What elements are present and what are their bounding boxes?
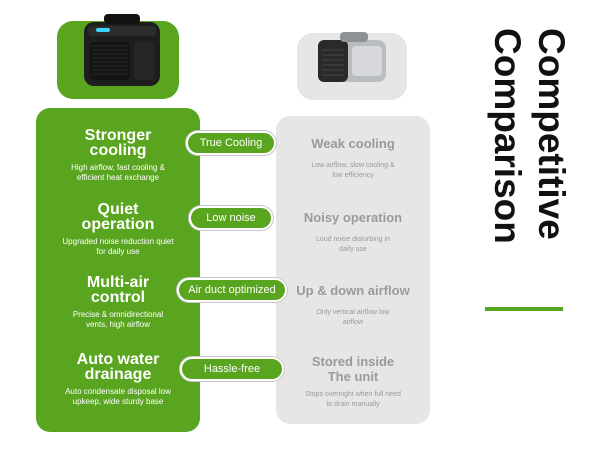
competitor-feature-cooling: Weak cooling Low airflow, slow cooling &… bbox=[276, 136, 430, 181]
badge-true-cooling: True Cooling bbox=[186, 131, 276, 155]
our-feature-title: Multi-air control bbox=[86, 274, 150, 306]
competitor-feature-drainage: Stored inside The unit Stops overnight w… bbox=[276, 354, 430, 410]
heading-line-comparison: Comparison bbox=[487, 28, 528, 244]
heading-line-competitive: Competitive bbox=[531, 28, 572, 240]
our-feature-title: Stronger cooling bbox=[84, 127, 152, 159]
our-feature-noise: Quiet operation Upgraded noise reduction… bbox=[36, 202, 200, 257]
competitor-air-conditioner-image bbox=[318, 32, 386, 82]
our-feature-desc: Auto condensate disposal low upkeep, wid… bbox=[65, 387, 171, 406]
competitor-features-panel bbox=[276, 116, 430, 424]
our-feature-airflow: Multi-air control Precise & omnidirectio… bbox=[36, 275, 200, 330]
competitor-feature-title: Up & down airflow bbox=[296, 283, 410, 298]
our-feature-desc: High airflow, fast cooling & efficient h… bbox=[71, 163, 165, 182]
competitor-feature-desc: Loud noise disturbing in daily use bbox=[316, 236, 390, 253]
our-feature-desc: Upgraded noise reduction quiet for daily… bbox=[62, 237, 174, 256]
competitor-feature-title: Noisy operation bbox=[303, 210, 403, 225]
competitor-feature-title: Stored inside The unit bbox=[311, 354, 395, 384]
competitor-feature-desc: Only vertical airflow low airflow bbox=[316, 309, 390, 326]
our-feature-desc: Precise & omnidirectional vents, high ai… bbox=[72, 310, 164, 329]
our-features-panel bbox=[36, 108, 200, 432]
our-feature-title: Auto water drainage bbox=[76, 351, 160, 383]
our-feature-cooling: Stronger cooling High airflow, fast cool… bbox=[36, 128, 200, 183]
our-air-conditioner-image bbox=[84, 14, 160, 86]
competitor-feature-desc: Low airflow, slow cooling & low efficien… bbox=[311, 162, 395, 179]
competitor-feature-airflow: Up & down airflow Only vertical airflow … bbox=[276, 283, 430, 328]
badge-low-noise: Low noise bbox=[189, 206, 273, 230]
competitor-feature-noise: Noisy operation Loud noise disturbing in… bbox=[276, 210, 430, 255]
page-heading: Competitive Comparison bbox=[486, 28, 572, 278]
competitor-feature-desc: Stops overnight when full need to drain … bbox=[305, 391, 401, 408]
badge-air-duct-optimized: Air duct optimized bbox=[177, 278, 287, 302]
badge-hassle-free: Hassle-free bbox=[180, 357, 284, 381]
our-feature-drainage: Auto water drainage Auto condensate disp… bbox=[36, 352, 200, 407]
heading-accent-bar bbox=[485, 307, 563, 311]
competitor-feature-title: Weak cooling bbox=[311, 136, 395, 151]
our-feature-title: Quiet operation bbox=[81, 201, 155, 233]
